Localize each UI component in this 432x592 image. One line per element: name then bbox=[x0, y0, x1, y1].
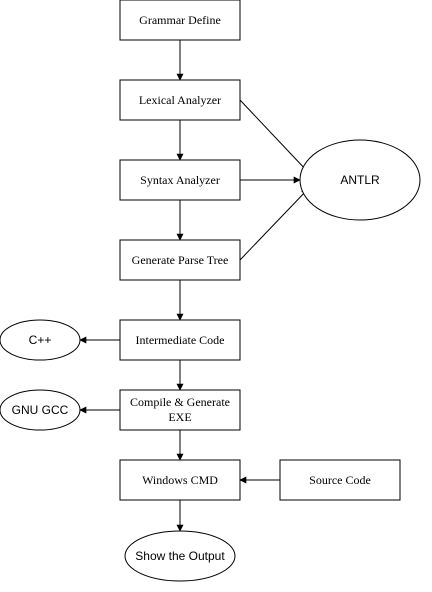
node-lexical-analyzer: Lexical Analyzer bbox=[119, 79, 241, 121]
source-code-label: Source Code bbox=[309, 473, 371, 487]
node-windows-cmd: Windows CMD bbox=[119, 459, 241, 501]
node-compile-generate: Compile & Generate EXE bbox=[119, 389, 241, 431]
node-source-code: Source Code bbox=[279, 459, 401, 501]
node-generate-parse-tree: Generate Parse Tree bbox=[119, 239, 241, 281]
node-gnu-gcc: GNU GCC bbox=[0, 389, 81, 431]
node-syntax-analyzer: Syntax Analyzer bbox=[119, 159, 241, 201]
node-cpp: C++ bbox=[0, 319, 81, 361]
windows-cmd-label: Windows CMD bbox=[142, 473, 218, 487]
node-antlr: ANTLR bbox=[299, 139, 421, 221]
antlr-label: ANTLR bbox=[340, 173, 380, 187]
edge-lexical-to-antlr bbox=[239, 99, 309, 173]
syntax-analyzer-label: Syntax Analyzer bbox=[140, 173, 220, 187]
edges bbox=[79, 40, 309, 532]
grammar-define-label: Grammar Define bbox=[139, 13, 221, 27]
node-intermediate-code: Intermediate Code bbox=[119, 319, 241, 361]
generate-parse-tree-label: Generate Parse Tree bbox=[132, 253, 229, 267]
show-output-label: Show the Output bbox=[135, 549, 225, 563]
node-grammar-define: Grammar Define bbox=[119, 0, 241, 41]
edge-parse-to-antlr bbox=[239, 188, 309, 261]
lexical-analyzer-label: Lexical Analyzer bbox=[139, 93, 221, 107]
gnu-gcc-label: GNU GCC bbox=[12, 403, 69, 417]
cpp-label: C++ bbox=[29, 333, 52, 347]
intermediate-code-label: Intermediate Code bbox=[136, 333, 225, 347]
node-show-output: Show the Output bbox=[124, 530, 236, 582]
compile-generate-label-line1: Compile & Generate bbox=[130, 395, 230, 409]
compile-generate-label-line2: EXE bbox=[168, 410, 191, 424]
